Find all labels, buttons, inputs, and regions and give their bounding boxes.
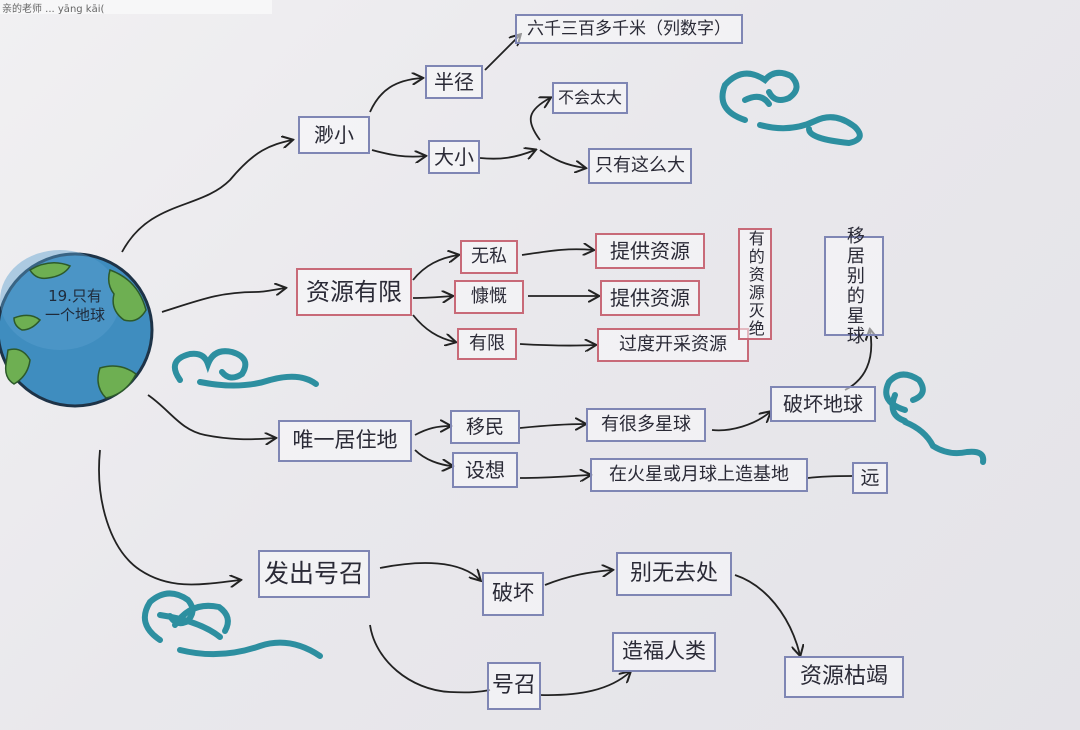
node-call-2: 号召 — [487, 662, 541, 710]
node-idea: 设想 — [452, 452, 518, 488]
node-kang-kai: 慷慨 — [454, 280, 524, 314]
node-call: 发出号召 — [258, 550, 370, 598]
earth-title: 19.只有 一个地球 — [35, 287, 115, 325]
earth-title-line1: 19.只有 — [48, 287, 102, 305]
node-provide-2: 提供资源 — [600, 280, 700, 316]
node-destroy-earth: 破坏地球 — [770, 386, 876, 422]
node-not-big: 不会太大 — [552, 82, 628, 114]
earth-title-line2: 一个地球 — [44, 305, 105, 324]
node-migration: 移民 — [450, 410, 520, 444]
node-provide-1: 提供资源 — [595, 233, 705, 269]
node-some-resources: 有的资源灭绝 — [738, 228, 772, 340]
node-no-planet: 有很多星球 — [586, 408, 706, 442]
node-radius: 半径 — [425, 65, 483, 99]
header-strip: 亲的老师 ... yāng kāi( — [0, 0, 272, 14]
node-limited-resources: 资源有限 — [296, 268, 412, 316]
node-only-that-big: 只有这么大 — [588, 148, 692, 184]
cloud-icon — [719, 69, 863, 147]
node-exhausted: 资源枯竭 — [784, 656, 904, 698]
node-far: 远 — [852, 462, 888, 494]
node-nowhere: 别无去处 — [616, 552, 732, 596]
cloud-icon — [171, 348, 319, 389]
earth-illustration — [0, 250, 154, 408]
node-planet-moves: 移居别的星球 — [824, 226, 884, 346]
node-size: 大小 — [428, 140, 480, 174]
node-damage: 破坏 — [482, 572, 544, 616]
node-benefit: 造福人类 — [612, 632, 716, 672]
cloud-icon — [883, 371, 987, 465]
node-only-home: 唯一居住地 — [278, 420, 412, 462]
cloud-icon — [141, 590, 323, 659]
node-limited: 有限 — [457, 328, 517, 360]
connector-lines — [98, 35, 871, 696]
node-tiny: 渺小 — [298, 116, 370, 154]
node-overexploit: 过度开采资源 — [597, 328, 749, 362]
node-radius-detail: 六千三百多千米（列数字） — [515, 14, 743, 44]
node-moon-base: 在火星或月球上造基地 — [590, 458, 808, 492]
node-no-reg: 无私 — [460, 240, 518, 274]
